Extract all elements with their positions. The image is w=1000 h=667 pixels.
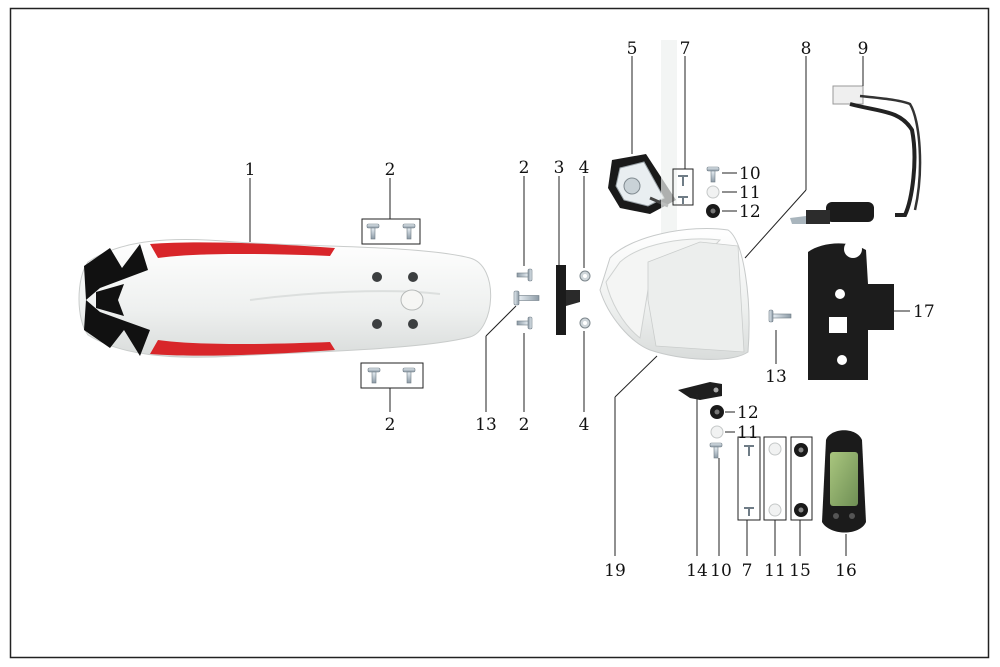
callout-13-left: 13 bbox=[475, 415, 497, 435]
callout-15: 15 bbox=[789, 561, 811, 581]
front-fender-part bbox=[78, 239, 492, 358]
callout-11-bottom: 11 bbox=[737, 423, 759, 443]
headlight-mask-part bbox=[599, 227, 750, 360]
callout-11-top: 11 bbox=[739, 183, 761, 203]
light-streak bbox=[661, 40, 677, 240]
callout-2-bracket-bottom: 2 bbox=[519, 415, 530, 435]
callout-11-box: 11 bbox=[764, 561, 786, 581]
ignition-switch-part bbox=[790, 85, 922, 224]
callout-9: 9 bbox=[858, 39, 869, 59]
bolt-box-bottom bbox=[360, 362, 424, 389]
callout-7-top: 7 bbox=[680, 39, 691, 59]
callout-4-bottom: 4 bbox=[579, 415, 590, 435]
callout-3: 3 bbox=[554, 158, 565, 178]
screw-box-bottom bbox=[737, 436, 761, 521]
callout-10-top: 10 bbox=[739, 164, 761, 184]
bolt-box-top bbox=[361, 218, 421, 245]
bracket-bolts bbox=[513, 268, 540, 330]
screw-washer-set-top bbox=[706, 166, 720, 218]
screw-box-top bbox=[672, 168, 694, 206]
callout-1: 1 bbox=[245, 160, 256, 180]
callout-16: 16 bbox=[835, 561, 857, 581]
headlight-part bbox=[608, 154, 676, 214]
callout-10-bottom: 10 bbox=[710, 561, 732, 581]
leader-lines bbox=[249, 56, 910, 556]
callout-13-right: 13 bbox=[765, 367, 787, 387]
callout-2-bottom: 2 bbox=[385, 415, 396, 435]
grommet-box-bottom bbox=[790, 436, 813, 521]
callout-7-bottom: 7 bbox=[742, 561, 753, 581]
callout-12-top: 12 bbox=[739, 202, 761, 222]
gasket-part bbox=[808, 240, 894, 380]
callout-14: 14 bbox=[686, 561, 708, 581]
callout-4-top: 4 bbox=[579, 158, 590, 178]
bracket-part bbox=[556, 265, 580, 335]
screw-washer-set-bottom bbox=[709, 405, 724, 459]
callout-8: 8 bbox=[801, 39, 812, 59]
callout-12-bottom: 12 bbox=[737, 403, 759, 423]
diagram-frame bbox=[9, 7, 990, 659]
callout-labels: 1 2 2 2 2 3 4 4 13 5 7 8 9 10 11 12 17 1… bbox=[245, 39, 935, 581]
bolt-right bbox=[768, 309, 792, 323]
callout-17: 17 bbox=[913, 302, 935, 322]
meter-part bbox=[822, 430, 866, 533]
callout-2-top: 2 bbox=[385, 160, 396, 180]
nuts-part bbox=[579, 270, 591, 329]
callout-2-bracket-top: 2 bbox=[519, 158, 530, 178]
callout-19: 19 bbox=[604, 561, 626, 581]
washer-box-bottom bbox=[763, 436, 787, 521]
small-bracket-part bbox=[678, 382, 722, 400]
callout-5: 5 bbox=[627, 39, 638, 59]
